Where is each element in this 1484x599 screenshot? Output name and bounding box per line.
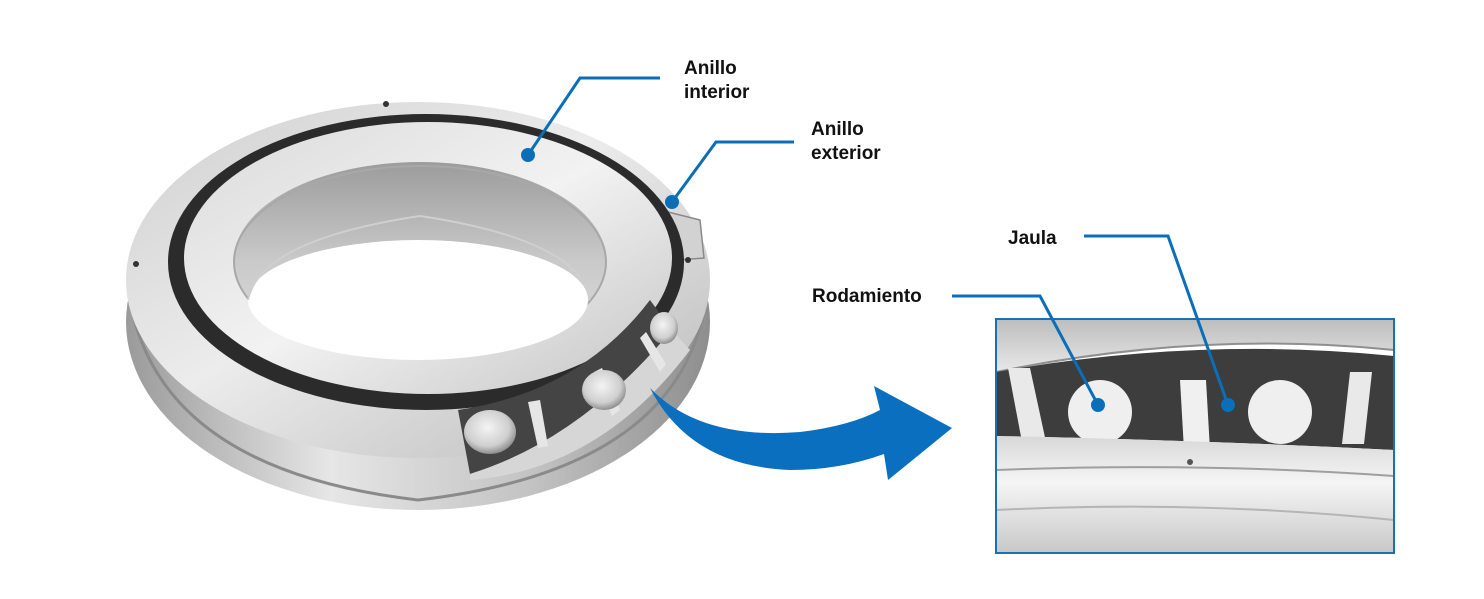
- bearing-illustration: [126, 101, 710, 510]
- inset-cage-bar: [1342, 372, 1372, 444]
- callout-line-inner-ring: [526, 76, 660, 156]
- callout-line-outer-ring: [670, 140, 794, 203]
- label-cage: Jaula: [1008, 228, 1057, 249]
- bore-floor: [248, 240, 588, 360]
- callout-dot-inner-ring: [521, 148, 535, 162]
- lube-hole-left: [133, 261, 139, 267]
- outer-ring-groove: [128, 299, 708, 502]
- cage-bar: [528, 400, 548, 448]
- label-inner-ring-line1: Anillo: [684, 58, 737, 79]
- inset-cage-bar: [1008, 368, 1046, 442]
- roller: [582, 370, 626, 410]
- roller: [464, 410, 516, 454]
- callout-line-roller: [952, 294, 1100, 406]
- label-outer-ring-line1: Anillo: [811, 119, 864, 140]
- callout-dot-cage: [1221, 398, 1235, 412]
- label-outer-ring-line2: exterior: [811, 143, 881, 164]
- cage-bar: [640, 332, 666, 372]
- roller: [650, 312, 678, 344]
- detail-inset: [996, 319, 1394, 553]
- label-inner-ring: Anillo interior: [684, 57, 749, 105]
- callouts: [526, 76, 1230, 406]
- inset-cage-bar: [1180, 380, 1210, 450]
- callout-line-cage: [1084, 234, 1230, 406]
- inset-roller: [1248, 380, 1312, 444]
- label-inner-ring-line2: interior: [684, 82, 750, 103]
- callout-dot-roller: [1091, 398, 1105, 412]
- label-outer-ring: Anillo exterior: [811, 118, 881, 166]
- detail-inset-border: [995, 318, 1395, 554]
- curved-arrow-icon: [650, 386, 952, 480]
- label-roller: Rodamiento: [812, 286, 922, 307]
- inset-roller: [1068, 380, 1132, 444]
- lube-hole-top: [383, 101, 389, 107]
- callout-dot-outer-ring: [665, 195, 679, 209]
